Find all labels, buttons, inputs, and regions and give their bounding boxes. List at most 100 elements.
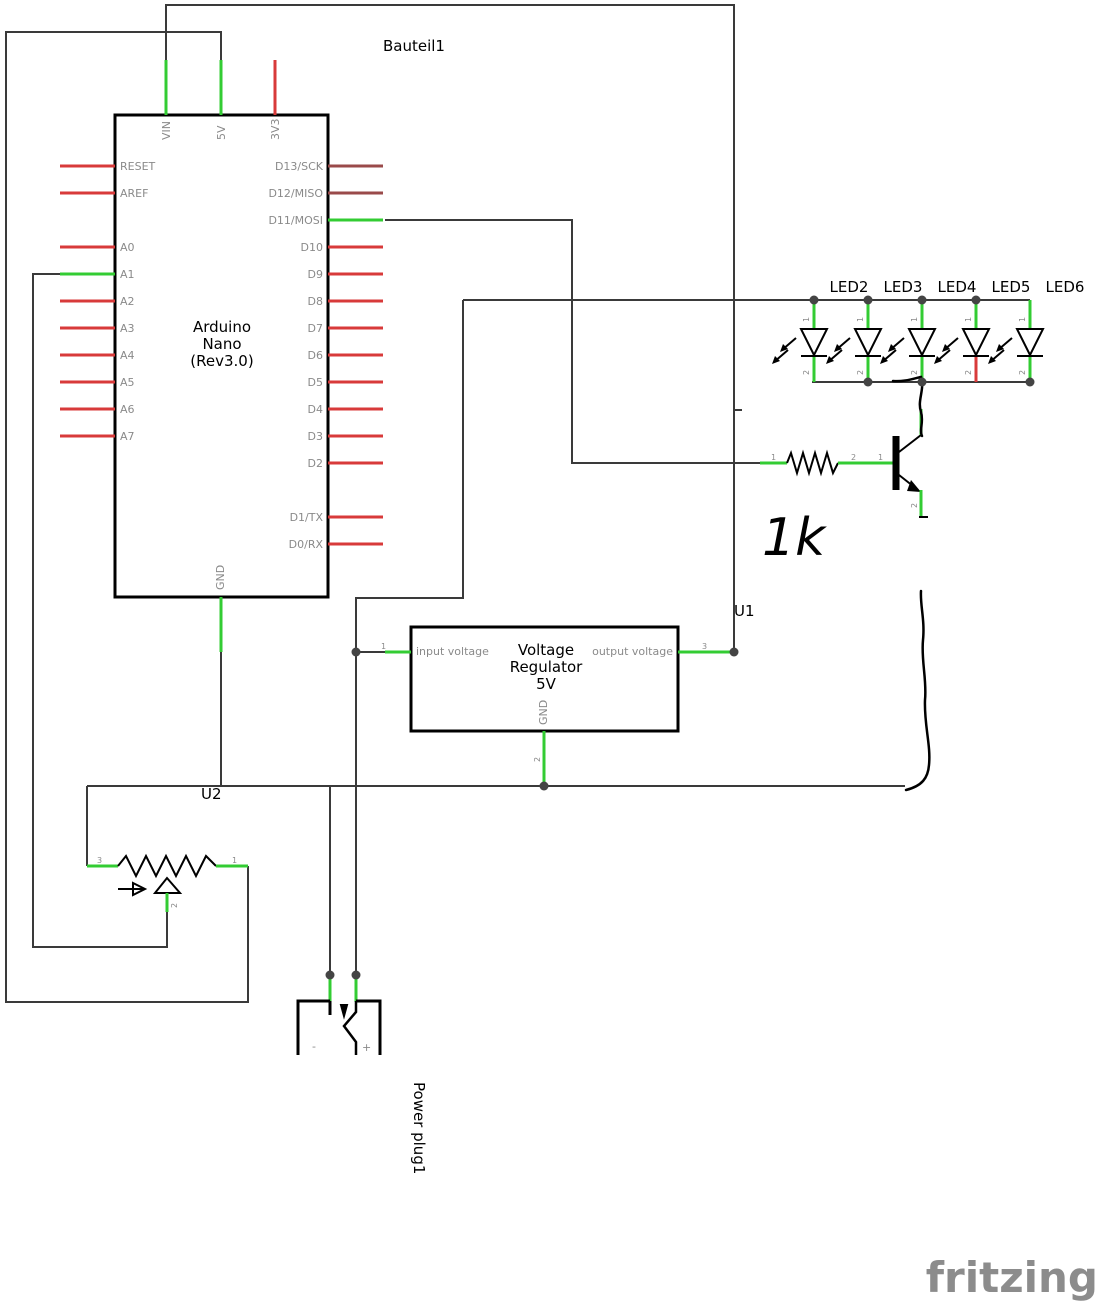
pin-label-5v: 5V <box>215 125 228 140</box>
led-5: 1 2 LED5 <box>934 278 1030 382</box>
regulator-pin-number: 1 <box>381 642 386 651</box>
potentiometer-wiper-arrow <box>152 876 183 894</box>
pin-label-d6: D6 <box>308 349 323 362</box>
pot-pin-number: 2 <box>170 903 179 908</box>
regulator-gnd-label: GND <box>537 700 550 725</box>
pin-label-vin: VIN <box>160 121 173 140</box>
regulator-input-label: input voltage <box>416 645 489 658</box>
plug-minus-contact <box>296 999 330 1055</box>
plug-plus-label: + <box>362 1041 371 1054</box>
led-label: LED6 <box>1046 278 1085 296</box>
pot-pin-number: 3 <box>97 856 102 865</box>
led-pin-number: 2 <box>802 370 811 375</box>
led-symbol <box>961 328 991 358</box>
transistor-pin-number: 2 <box>910 503 919 508</box>
junction-dot <box>863 295 873 305</box>
junction-dot <box>351 647 361 657</box>
resistor-pin-number: 1 <box>771 453 776 462</box>
arduino-title-line2: Nano <box>202 335 241 353</box>
led-pin-number: 2 <box>1018 370 1027 375</box>
pin-label-a5: A5 <box>120 376 135 389</box>
plug-ref-label: Power plug1 <box>410 1082 428 1174</box>
pin-label-a1: A1 <box>120 268 135 281</box>
led-label: LED3 <box>884 278 923 296</box>
wire-5v-to-pot <box>5 31 249 1003</box>
led-pin-number: 1 <box>964 317 973 322</box>
led-pin-number: 1 <box>856 317 865 322</box>
led-pin-number: 2 <box>856 370 865 375</box>
pin-label-d0-rx: D0/RX <box>289 538 324 551</box>
pin-label-d3: D3 <box>308 430 323 443</box>
junction-dot <box>863 377 873 387</box>
pin-label-d7: D7 <box>308 322 323 335</box>
pin-label-a4: A4 <box>120 349 135 362</box>
potentiometer-zigzag <box>117 853 217 879</box>
pin-label-a0: A0 <box>120 241 135 254</box>
regulator-title-line3: 5V <box>536 675 557 693</box>
plug-plus-contact <box>356 999 382 1055</box>
pin-label-a7: A7 <box>120 430 135 443</box>
pin-label-gnd: GND <box>214 565 227 590</box>
junction-dot <box>971 295 981 305</box>
pin-label-d9: D9 <box>308 268 323 281</box>
junction-dot <box>729 647 739 657</box>
led-pin-number: 2 <box>964 370 973 375</box>
led-6: 1 2 LED6 <box>988 278 1084 382</box>
pin-label-d5: D5 <box>308 376 323 389</box>
pin-label-a2: A2 <box>120 295 135 308</box>
led-label: LED2 <box>830 278 869 296</box>
pin-label-d10: D10 <box>301 241 323 254</box>
resistor-1k: 1 2 <box>760 449 866 477</box>
junction-dot <box>1025 377 1035 387</box>
junction-dot <box>351 970 361 980</box>
regulator-output-label: output voltage <box>592 645 673 658</box>
pin-label-a3: A3 <box>120 322 135 335</box>
pin-label-d13-sck: D13/SCK <box>275 160 324 173</box>
junction-dot <box>325 970 335 980</box>
junction-dot <box>809 295 819 305</box>
regulator-title-line1: Voltage <box>518 641 574 659</box>
led-label: LED5 <box>992 278 1031 296</box>
led-symbol <box>853 328 883 358</box>
pin-label-a6: A6 <box>120 403 135 416</box>
hand-drawn-annotations: 1k <box>762 375 931 792</box>
pin-label-3v3: 3V3 <box>269 118 282 140</box>
junction-dot <box>917 295 927 305</box>
wire-a1-to-pot-wiper <box>32 273 168 948</box>
led-pin-number: 1 <box>1018 317 1027 322</box>
junction-dots <box>325 295 1035 980</box>
pin-label-reset: RESET <box>120 160 156 173</box>
pin-label-d11-mosi: D11/MOSI <box>268 214 323 227</box>
led-symbol <box>799 328 829 358</box>
pot-ref-label: U2 <box>201 785 222 803</box>
wire-d11-to-resistor <box>385 219 760 464</box>
regulator-pin-number: 3 <box>702 642 707 651</box>
arduino-title-line3: (Rev3.0) <box>190 352 253 370</box>
npn-transistor: 1 2 <box>866 409 928 518</box>
pin-label-d8: D8 <box>308 295 323 308</box>
pot-pin-number: 1 <box>232 856 237 865</box>
potentiometer: 3 1 2 U2 <box>87 785 248 912</box>
pin-label-d12-miso: D12/MISO <box>268 187 323 200</box>
transistor-pin-number: 1 <box>878 453 883 462</box>
led-symbol <box>1015 328 1045 358</box>
pin-label-d2: D2 <box>308 457 323 470</box>
resistor-zigzag <box>786 449 839 477</box>
fritzing-logo: fritzing <box>926 1253 1098 1302</box>
led-pin-number: 1 <box>910 317 919 322</box>
pin-label-d1-tx: D1/TX <box>290 511 324 524</box>
led-pin-number: 2 <box>910 370 919 375</box>
arduino-body <box>113 113 330 599</box>
led-2: 1 2 LED2 <box>772 278 868 382</box>
led-symbol <box>907 328 937 358</box>
pin-label-aref: AREF <box>120 187 148 200</box>
resistor-value-handwritten: 1k <box>762 508 827 568</box>
plug-minus-label: - <box>312 1040 316 1053</box>
regulator-ref-label: U1 <box>734 602 755 620</box>
resistor-pin-number: 2 <box>851 453 856 462</box>
regulator-title-line2: Regulator <box>510 658 583 676</box>
